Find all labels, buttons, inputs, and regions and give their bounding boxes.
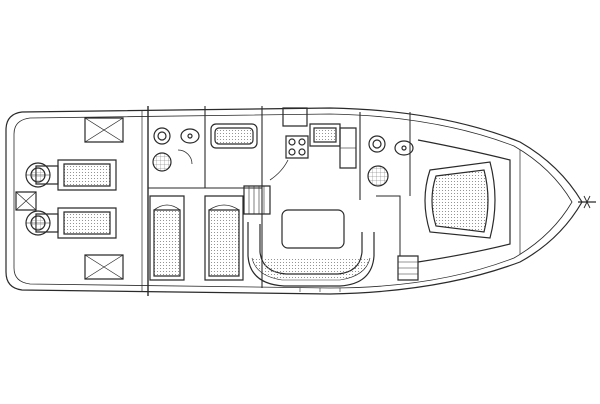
galley-stove [286,136,308,158]
forward-head-toilet [369,136,385,152]
aft-head-sink [181,129,199,143]
berth-aft-starboard [205,196,243,280]
hatch-aft-bottom [85,255,123,279]
hatch-transom [16,192,36,210]
bow-anchor-fitting [578,196,596,208]
forward-head-shower [368,166,388,186]
hull-outline [6,108,582,294]
galley-counter [283,108,340,146]
forward-head-sink [395,141,413,155]
berth-aft-port [150,196,184,280]
saloon-table [282,210,344,248]
galley-fridge [340,128,356,168]
forward-v-berth [425,162,495,238]
forward-cabin-bulkhead [418,140,510,262]
hull-inner-line [14,114,572,288]
companionway-stairs [244,186,270,214]
forward-steps [398,256,418,280]
aft-head-toilet [154,128,170,144]
hatch-aft-top [85,118,123,142]
bathtub [211,124,257,148]
aft-head-shower [153,153,171,171]
engine-starboard [26,208,116,238]
engine-port [26,160,116,190]
saloon-u-settee [248,222,374,286]
